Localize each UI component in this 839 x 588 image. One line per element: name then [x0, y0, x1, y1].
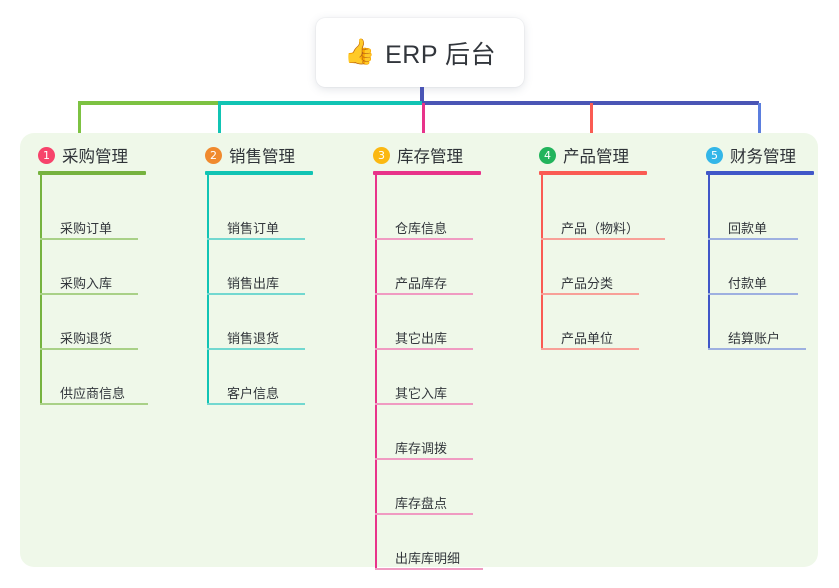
branch-item-rule [207, 293, 305, 295]
branch-item[interactable]: 产品（物料） [561, 221, 640, 236]
branch-item[interactable]: 采购入库 [60, 276, 113, 291]
branch-spine-product [541, 174, 543, 349]
drop-3 [422, 103, 425, 139]
branch-item[interactable]: 采购订单 [60, 221, 113, 236]
branch-item[interactable]: 库存盘点 [395, 496, 448, 511]
branch-rule-product [539, 171, 647, 175]
branch-rule-procurement [38, 171, 146, 175]
branch-title-sales: 销售管理 [229, 148, 295, 166]
branch-item[interactable]: 产品库存 [395, 276, 448, 291]
branch-item-rule [541, 293, 639, 295]
branch-item-rule [708, 293, 798, 295]
branch-title-finance: 财务管理 [730, 148, 796, 166]
branch-item-rule [40, 403, 148, 405]
branch-item-rule [708, 348, 806, 350]
drop-4 [590, 103, 593, 139]
drop-1 [78, 103, 81, 139]
branch-spine-sales [207, 174, 209, 404]
trunk-connector [420, 87, 424, 103]
branch-item[interactable]: 销售退货 [227, 331, 280, 346]
branch-item-rule [375, 293, 473, 295]
branch-item[interactable]: 销售订单 [227, 221, 280, 236]
branch-item[interactable]: 库存调拨 [395, 441, 448, 456]
branch-title-procurement: 采购管理 [62, 148, 128, 166]
branch-item-rule [207, 348, 305, 350]
branch-item[interactable]: 出库库明细 [395, 551, 461, 566]
branch-item-rule [375, 238, 473, 240]
branch-title-product: 产品管理 [563, 148, 629, 166]
branch-rule-inventory [373, 171, 481, 175]
branch-badge-finance: 5 [706, 146, 723, 164]
branch-spine-inventory [375, 174, 377, 569]
drop-2 [218, 103, 221, 139]
branch-item[interactable]: 采购退货 [60, 331, 113, 346]
bar-green [78, 101, 218, 105]
branch-item[interactable]: 客户信息 [227, 386, 280, 401]
bar-teal [218, 101, 422, 105]
branch-item-rule [541, 238, 665, 240]
branch-item-rule [40, 348, 138, 350]
branch-header-product[interactable]: 4 产品管理 [539, 143, 629, 167]
thumbs-up-icon: 👍 [343, 38, 376, 66]
branch-badge-procurement: 1 [38, 146, 55, 164]
branches-panel: 1 采购管理采购订单采购入库采购退货供应商信息 2 销售管理销售订单销售出库销售退货客… [20, 133, 818, 570]
branch-rule-finance [706, 171, 814, 175]
branch-item[interactable]: 付款单 [728, 276, 768, 291]
branch-item-rule [541, 348, 639, 350]
root-node[interactable]: 👍 ERP 后台 [316, 18, 524, 87]
branch-header-procurement[interactable]: 1 采购管理 [38, 143, 128, 167]
branch-spine-finance [708, 174, 710, 349]
branch-item[interactable]: 产品单位 [561, 331, 614, 346]
branch-item-rule [40, 293, 138, 295]
branch-item[interactable]: 结算账户 [728, 331, 781, 346]
branch-item-rule [40, 238, 138, 240]
drop-5 [758, 103, 761, 139]
root-node-title: ERP 后台 [385, 40, 497, 69]
branch-rule-sales [205, 171, 313, 175]
branch-item-rule [207, 238, 305, 240]
branch-item[interactable]: 其它出库 [395, 331, 448, 346]
branch-title-inventory: 库存管理 [397, 148, 463, 166]
root-node-content: 👍 ERP 后台 [344, 35, 496, 71]
branch-badge-sales: 2 [205, 146, 222, 164]
branch-item[interactable]: 仓库信息 [395, 221, 448, 236]
branch-badge-product: 4 [539, 146, 556, 164]
branch-item[interactable]: 产品分类 [561, 276, 614, 291]
branch-item-rule [375, 458, 473, 460]
branch-item-rule [207, 403, 305, 405]
branch-item[interactable]: 销售出库 [227, 276, 280, 291]
branch-item-rule [375, 513, 473, 515]
branch-item[interactable]: 回款单 [728, 221, 768, 236]
branch-spine-procurement [40, 174, 42, 404]
branch-item-rule [375, 348, 473, 350]
branch-header-inventory[interactable]: 3 库存管理 [373, 143, 463, 167]
branch-item-rule [375, 403, 473, 405]
branch-badge-inventory: 3 [373, 146, 390, 164]
branch-header-finance[interactable]: 5 财务管理 [706, 143, 796, 167]
branch-item-rule [708, 238, 798, 240]
branch-header-sales[interactable]: 2 销售管理 [205, 143, 295, 167]
branch-item-rule [375, 568, 483, 570]
branch-item[interactable]: 供应商信息 [60, 386, 126, 401]
branch-item[interactable]: 其它入库 [395, 386, 448, 401]
